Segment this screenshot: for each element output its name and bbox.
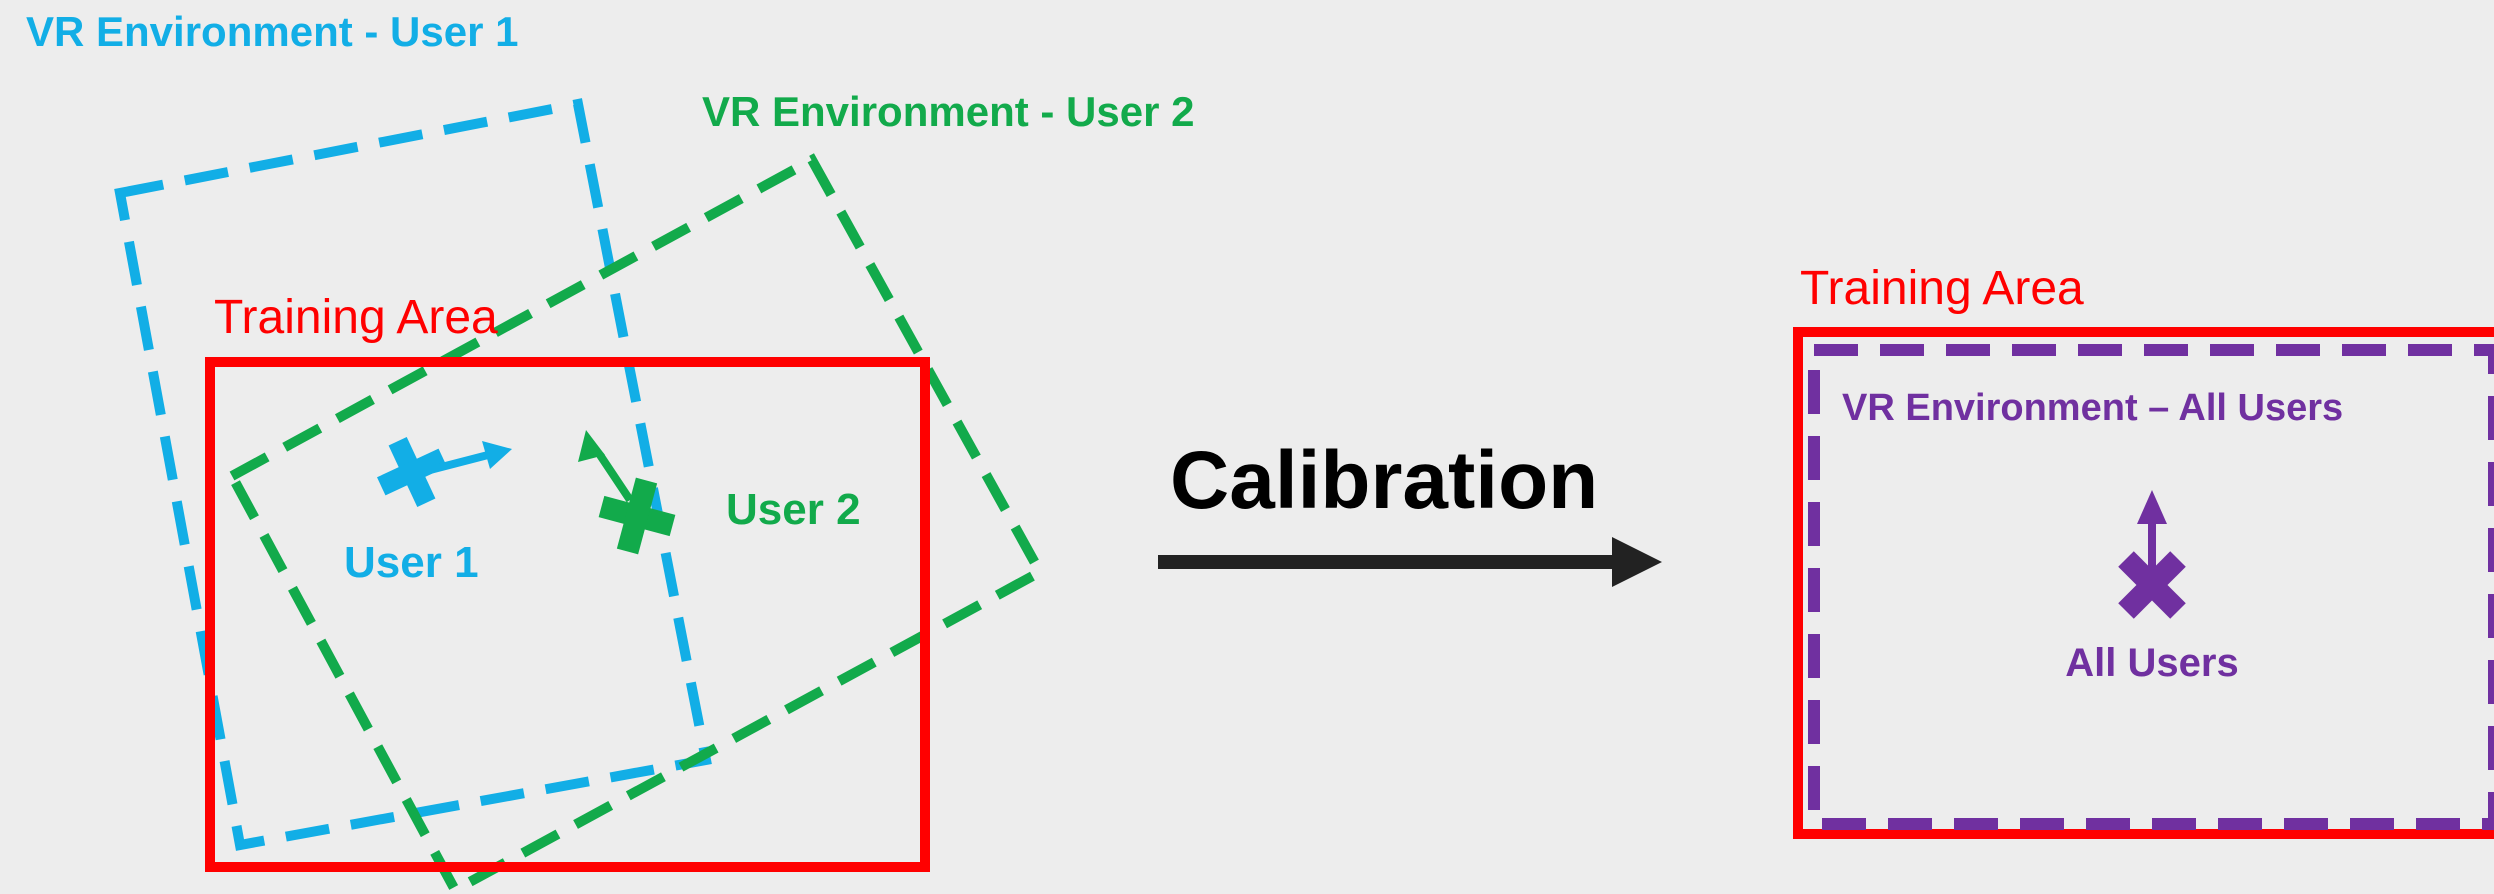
vr-environment-user2-label: VR Environment - User 2 [702,88,1194,135]
training-area-label-left: Training Area [214,291,498,344]
vr-environment-all-users-boundary [1808,344,2494,830]
user2-direction-arrow-icon [578,430,634,503]
all-users-marker-icon [2118,551,2186,619]
user2-label: User 2 [726,485,861,534]
training-area-boundary-left [205,357,930,872]
calibration-label: Calibration [1170,435,1598,526]
user2-marker-icon [598,477,676,555]
user1-label: User 1 [344,538,479,587]
user1-marker-icon [377,437,447,507]
training-area-label-right: Training Area [1800,262,2084,315]
vr-environment-user1-label: VR Environment - User 1 [26,8,518,55]
training-area-boundary-right [1793,327,2494,839]
all-users-label: All Users [2065,641,2238,685]
calibration-arrow-icon [1158,537,1662,587]
all-users-direction-arrow-icon [2137,490,2167,570]
user1-direction-arrow-icon [428,441,512,474]
vr-environment-user1-boundary [114,98,712,851]
vr-environment-user2-boundary [225,153,1047,894]
vr-environment-all-users-label: VR Environment – All Users [1842,387,2343,429]
